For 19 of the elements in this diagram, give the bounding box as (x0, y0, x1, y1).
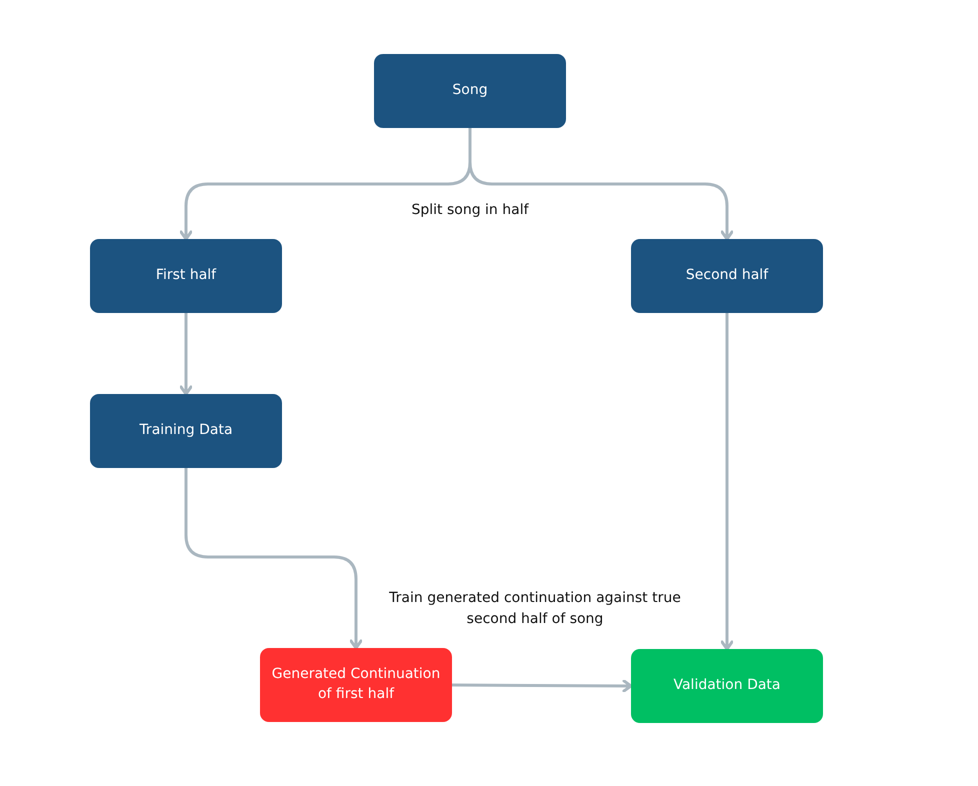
box-label: Generated Continuation of first half (270, 665, 442, 704)
annotation-text: Split song in half (410, 201, 530, 220)
process-box (374, 54, 566, 128)
arrow (180, 313, 192, 396)
arrow (184, 468, 362, 650)
box-label: Song (452, 81, 488, 100)
box-label: First half (156, 266, 216, 286)
box-label: Training Data (139, 421, 233, 440)
process-box (90, 239, 282, 313)
annotation-text: Train generated continuation against true second half of song (388, 589, 682, 629)
arrow (452, 679, 632, 692)
process-box (631, 239, 823, 313)
arrow (720, 313, 734, 650)
arrow (468, 128, 734, 240)
process-box (90, 394, 282, 468)
process-box (631, 649, 823, 723)
process-box (260, 648, 452, 722)
box-label: Validation Data (673, 676, 780, 696)
box-label: Second half (686, 266, 768, 286)
